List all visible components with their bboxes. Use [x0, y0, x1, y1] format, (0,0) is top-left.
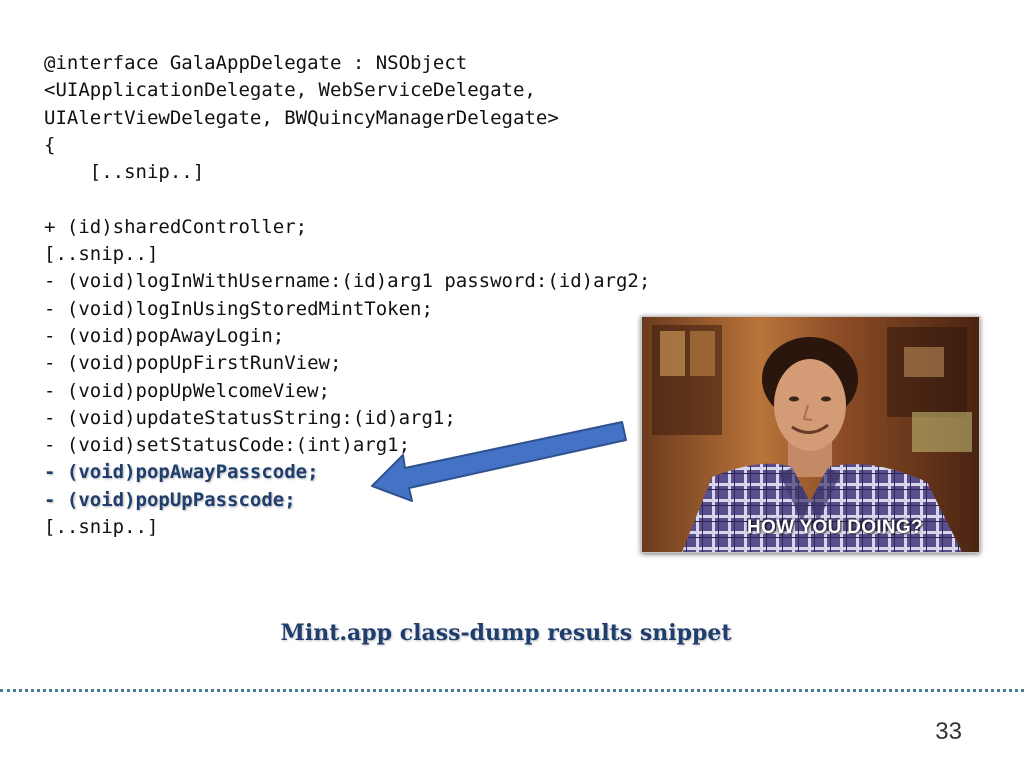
- code-line: - (void)popAwayLogin;: [44, 324, 285, 347]
- code-line: - (void)popUpFirstRunView;: [44, 352, 342, 375]
- code-line: - (void)updateStatusString:(id)arg1;: [44, 406, 456, 429]
- slide-caption: Mint.app class-dump results snippet: [280, 620, 732, 646]
- code-line: [..snip..]: [44, 161, 205, 184]
- code-line: + (id)sharedController;: [44, 215, 308, 238]
- footer-divider: [0, 689, 1024, 692]
- code-line: UIAlertViewDelegate, BWQuincyManagerDele…: [44, 106, 559, 129]
- code-line-blank: [44, 186, 650, 213]
- code-line: [..snip..]: [44, 243, 159, 266]
- code-line: - (void)logInWithUsername:(id)arg1 passw…: [44, 270, 651, 293]
- code-line: <UIApplicationDelegate, WebServiceDelega…: [44, 79, 536, 102]
- code-line-highlighted: - (void)popUpPasscode;: [44, 488, 296, 511]
- code-line: - (void)setStatusCode:(int)arg1;: [44, 434, 411, 457]
- code-line: @interface GalaAppDelegate : NSObject: [44, 52, 468, 74]
- page-number: 33: [935, 718, 962, 745]
- code-line: - (void)popUpWelcomeView;: [44, 379, 330, 402]
- code-line: - (void)logInUsingStoredMintToken;: [44, 297, 433, 320]
- left-arrow-icon: [371, 421, 627, 502]
- meme-photo: [641, 316, 980, 553]
- code-line-highlighted: - (void)popAwayPasscode;: [44, 461, 319, 484]
- code-line: [..snip..]: [44, 516, 159, 539]
- code-block: @interface GalaAppDelegate : NSObject <UI…: [44, 50, 650, 541]
- code-line: {: [44, 133, 56, 156]
- photo-caption: HOW YOU DOING?: [747, 517, 923, 538]
